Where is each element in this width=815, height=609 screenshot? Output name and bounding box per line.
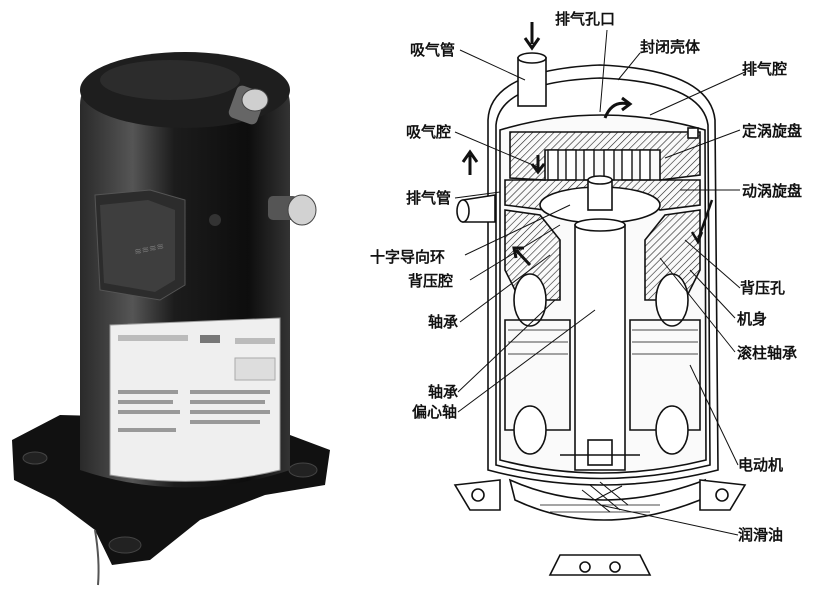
mounting-foot [108, 536, 142, 554]
label-bearing-upper: 轴承 [428, 313, 458, 331]
fixed-scroll [509, 131, 701, 181]
leader-lines [454, 29, 746, 536]
label-roller-bearing: 滚柱轴承 [737, 344, 797, 362]
oil-hatch [581, 481, 629, 513]
suction-pipe [517, 57, 547, 107]
label-intake-chamber: 吸气腔 [406, 123, 451, 141]
label-fixed-scroll: 定涡旋盘 [742, 122, 802, 140]
label-lube-oil: 润滑油 [738, 526, 783, 544]
discharge-arrow [461, 149, 479, 175]
label-eccentric-shaft: 偏心轴 [412, 403, 457, 421]
nameplate-label [109, 317, 281, 482]
terminal-box: ≋≋≋≋ [94, 189, 186, 301]
main-frame [504, 209, 561, 301]
eccentric-shaft-body [574, 224, 626, 471]
label-exhaust-chamber: 排气腔 [742, 60, 787, 78]
label-cross-ring: 十字导向环 [370, 248, 445, 266]
label-sealed-shell: 封闭壳体 [640, 38, 701, 56]
intake-arrow [523, 22, 541, 51]
compressor-photo: ≋≋≋≋ [12, 52, 330, 586]
exhaust-port-arrow [603, 101, 629, 119]
discharge-fitting [209, 194, 317, 226]
callout-labels: 排气孔口 吸气管 封闭壳体 排气腔 吸气腔 定涡旋盘 动涡旋盘 排气管 十字导向… [370, 10, 802, 544]
label-motor: 电动机 [738, 456, 783, 474]
suction-fitting [228, 85, 269, 125]
label-exhaust-port: 排气孔口 [555, 10, 615, 28]
base-flange [453, 479, 747, 511]
label-back-pressure-hole: 背压孔 [740, 279, 785, 297]
motor-stator [504, 319, 701, 431]
label-exhaust-pipe: 排气管 [406, 189, 451, 207]
mounting-foot [288, 462, 318, 478]
roller-bearing-left [513, 273, 547, 327]
label-orbiting-scroll: 动涡旋盘 [742, 182, 802, 200]
label-bearing-lower: 轴承 [428, 383, 458, 401]
cutaway-diagram [453, 22, 747, 576]
label-body: 机身 [737, 310, 767, 328]
roller-bearing-right [655, 273, 689, 327]
label-back-pressure-chamber: 背压腔 [408, 272, 453, 290]
label-intake-pipe: 吸气管 [410, 41, 455, 59]
mounting-foot [22, 451, 48, 465]
